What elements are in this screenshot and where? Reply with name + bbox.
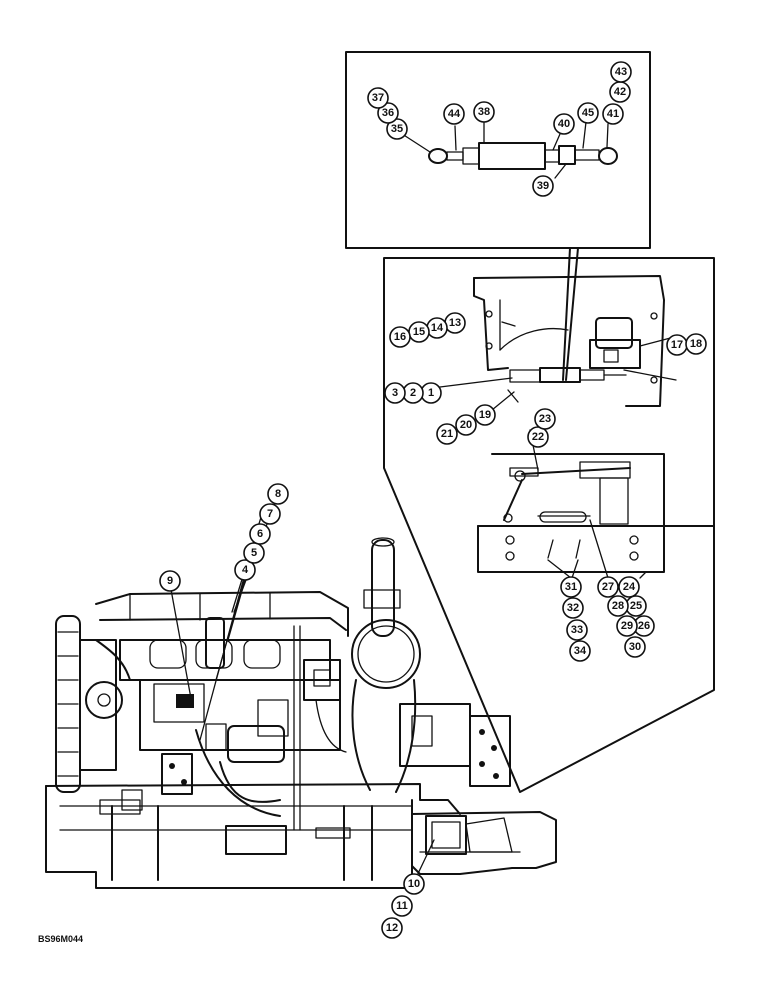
- callout-8: 8: [267, 483, 289, 505]
- callout-22: 22: [527, 426, 549, 448]
- svg-text:18: 18: [690, 338, 702, 350]
- svg-text:21: 21: [441, 428, 453, 440]
- svg-text:26: 26: [638, 620, 650, 632]
- detail-box-linkage: [345, 51, 651, 381]
- svg-text:27: 27: [602, 581, 614, 593]
- svg-text:4: 4: [242, 564, 249, 576]
- callout-31: 31: [560, 576, 582, 598]
- machine-body: [45, 499, 557, 889]
- callout-27: 27: [597, 576, 619, 598]
- svg-text:36: 36: [382, 107, 394, 119]
- svg-text:41: 41: [607, 108, 619, 120]
- callout-9: 9: [159, 570, 181, 592]
- svg-text:13: 13: [449, 317, 461, 329]
- svg-text:6: 6: [257, 528, 263, 540]
- svg-text:1: 1: [428, 387, 434, 399]
- svg-text:15: 15: [413, 326, 425, 338]
- callout-29: 29: [616, 615, 638, 637]
- callout-37: 37: [367, 87, 389, 109]
- callout-21: 21: [436, 423, 458, 445]
- callout-26: 26: [633, 615, 655, 637]
- svg-text:45: 45: [582, 107, 594, 119]
- callout-10: 10: [403, 873, 425, 895]
- svg-text:16: 16: [394, 331, 406, 343]
- callout-39: 39: [532, 175, 554, 197]
- callout-18: 18: [685, 333, 707, 355]
- svg-text:11: 11: [396, 900, 408, 912]
- callout-40: 40: [553, 113, 575, 135]
- callout-35: 35: [386, 118, 408, 140]
- callout-16: 16: [389, 326, 411, 348]
- callout-4: 4: [234, 559, 256, 581]
- callout-41: 41: [602, 103, 624, 125]
- svg-text:32: 32: [567, 602, 579, 614]
- svg-text:28: 28: [612, 600, 624, 612]
- svg-text:33: 33: [571, 624, 583, 636]
- svg-text:44: 44: [448, 108, 461, 120]
- svg-text:20: 20: [460, 419, 472, 431]
- callout-17: 17: [666, 334, 688, 356]
- callout-3: 3: [384, 382, 406, 404]
- callout-36: 36: [377, 102, 399, 124]
- callout-38: 38: [473, 101, 495, 123]
- callout-42: 42: [609, 81, 631, 103]
- svg-text:38: 38: [478, 106, 490, 118]
- svg-text:37: 37: [372, 92, 384, 104]
- callout-2: 2: [402, 382, 424, 404]
- callout-44: 44: [443, 103, 465, 125]
- callout-1: 1: [420, 382, 442, 404]
- svg-text:30: 30: [629, 641, 641, 653]
- svg-text:31: 31: [565, 581, 577, 593]
- callout-5: 5: [243, 542, 265, 564]
- svg-text:8: 8: [275, 488, 281, 500]
- svg-text:23: 23: [539, 413, 551, 425]
- callout-14: 14: [426, 317, 448, 339]
- callout-28: 28: [607, 595, 629, 617]
- callout-25: 25: [625, 595, 647, 617]
- svg-text:7: 7: [267, 508, 273, 520]
- svg-text:34: 34: [574, 645, 587, 657]
- svg-text:35: 35: [391, 123, 403, 135]
- svg-text:25: 25: [630, 600, 642, 612]
- callout-32: 32: [562, 597, 584, 619]
- callout-7: 7: [259, 503, 281, 525]
- svg-text:14: 14: [431, 322, 444, 334]
- svg-text:22: 22: [532, 431, 544, 443]
- svg-text:10: 10: [408, 878, 420, 890]
- callout-43: 43: [610, 61, 632, 83]
- svg-text:2: 2: [410, 387, 416, 399]
- svg-text:24: 24: [623, 581, 636, 593]
- callout-13: 13: [444, 312, 466, 334]
- svg-text:40: 40: [558, 118, 570, 130]
- callout-6: 6: [249, 523, 271, 545]
- svg-text:29: 29: [621, 620, 633, 632]
- callout-12: 12: [381, 917, 403, 939]
- svg-text:5: 5: [251, 547, 257, 559]
- callout-set: 1 2 3 4 5 6 7 8 9 10 11 12 13 14 15 16 1…: [159, 61, 707, 939]
- svg-text:17: 17: [671, 339, 683, 351]
- callout-20: 20: [455, 414, 477, 436]
- svg-text:9: 9: [167, 575, 173, 587]
- svg-text:39: 39: [537, 180, 549, 192]
- svg-text:42: 42: [614, 86, 626, 98]
- callout-33: 33: [566, 619, 588, 641]
- callout-34: 34: [569, 640, 591, 662]
- svg-text:19: 19: [479, 409, 491, 421]
- figure-code: BS96M044: [38, 934, 83, 944]
- callout-45: 45: [577, 102, 599, 124]
- svg-text:12: 12: [386, 922, 398, 934]
- svg-text:43: 43: [615, 66, 627, 78]
- callout-15: 15: [408, 321, 430, 343]
- callout-23: 23: [534, 408, 556, 430]
- svg-text:3: 3: [392, 387, 398, 399]
- callout-19: 19: [474, 404, 496, 426]
- callout-24: 24: [618, 576, 640, 598]
- callout-30: 30: [624, 636, 646, 658]
- callout-11: 11: [391, 895, 413, 917]
